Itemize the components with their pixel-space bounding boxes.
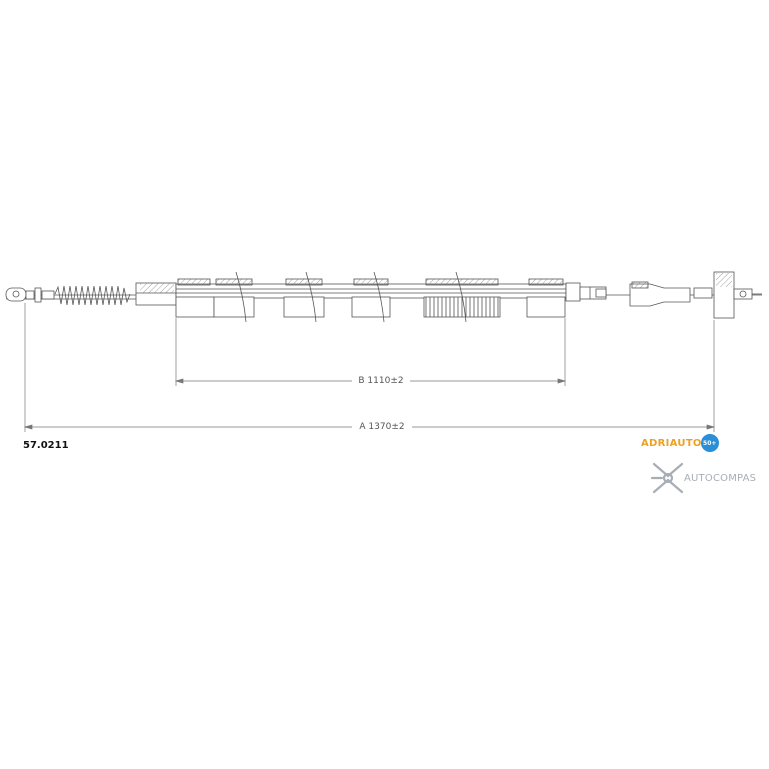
left-sleeve <box>135 282 177 306</box>
part-number: 57.0211 <box>23 440 69 451</box>
dimension-a-arrow-right <box>706 424 716 430</box>
retaining-clips <box>175 278 566 318</box>
dimension-lines <box>23 303 716 432</box>
autocompas-logo-icon <box>650 462 684 494</box>
left-end-fitting <box>5 287 55 303</box>
dimension-b-arrow-left <box>174 378 184 384</box>
dimension-b-label: B 1110±2 <box>358 376 403 386</box>
dimension-a-label-bg <box>352 420 412 432</box>
dimension-a-arrow-left <box>23 424 33 430</box>
dimension-b-arrow-right <box>557 378 567 384</box>
autocompas-watermark: AUTOCOMPAS <box>648 458 769 498</box>
adriauto-wordmark: ADRIAUTO <box>641 437 702 449</box>
dimension-b-label-bg <box>352 374 410 386</box>
right-end-fittings <box>565 271 762 319</box>
twist-ties <box>235 271 467 323</box>
anniversary-badge-icon: 50+ <box>700 434 719 452</box>
left-spring <box>54 285 131 306</box>
anniversary-badge-text: 50+ <box>703 439 717 447</box>
cable-jacket <box>175 283 567 299</box>
corrugated-bellows <box>423 278 501 318</box>
adriauto-logo: ADRIAUTO 50+ <box>641 433 719 453</box>
dimension-a-label: A 1370±2 <box>359 422 404 432</box>
cable-assembly <box>5 271 762 323</box>
autocompas-text: AUTOCOMPAS <box>684 472 757 484</box>
